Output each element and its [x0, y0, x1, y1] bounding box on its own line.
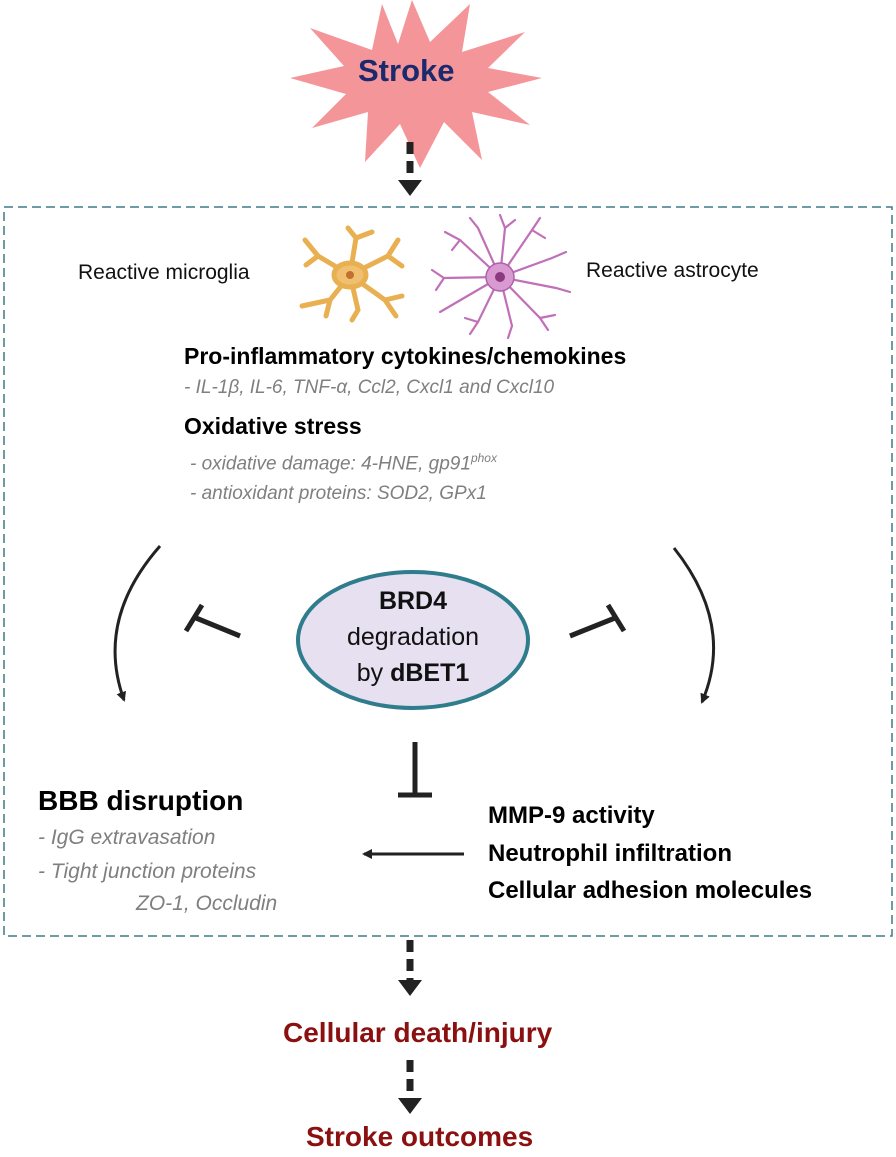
astrocyte-icon	[430, 213, 572, 340]
stroke-label: Stroke	[358, 53, 455, 88]
astrocyte-label: Reactive astrocyte	[586, 259, 759, 282]
bbb-item-tight-junction: - Tight junction proteins	[38, 860, 257, 883]
bbb-item-igg: - IgG extravasation	[38, 826, 216, 849]
dashed-arrow-bottom-1	[398, 940, 422, 996]
dashed-arrow-top	[398, 142, 422, 196]
brd4-by-prefix: by	[356, 659, 391, 687]
oxidative-antioxidants: - antioxidant proteins: SOD2, GPx1	[190, 483, 487, 504]
stroke-starburst	[290, 0, 542, 168]
phox-superscript: phox	[470, 451, 497, 465]
oxidative-damage-text: - oxidative damage: 4-HNE, gp91	[190, 453, 471, 475]
brd4-title: BRD4	[378, 587, 448, 615]
cytokines-heading: Pro-inflammatory cytokines/chemokines	[184, 343, 627, 369]
dashed-arrow-bottom-2	[398, 1060, 422, 1114]
stroke-outcomes-label: Stroke outcomes	[306, 1121, 534, 1152]
curved-arrow-left	[113, 545, 162, 702]
brd4-by-dbet1: by dBET1	[313, 659, 513, 688]
mmp9-label: MMP-9 activity	[488, 802, 655, 829]
mechanism-box	[3, 206, 893, 937]
neutrophil-label: Neutrophil infiltration	[488, 840, 732, 867]
bbb-item-zo1: ZO-1, Occludin	[136, 892, 278, 915]
cellular-death-label: Cellular death/injury	[283, 1017, 553, 1048]
bbb-heading: BBB disruption	[38, 785, 244, 816]
dbet1-label: dBET1	[390, 659, 470, 687]
microglia-icon	[299, 225, 405, 323]
brd4-ellipse	[296, 570, 530, 710]
microglia-label: Reactive microglia	[78, 261, 250, 284]
inhibit-down	[398, 742, 432, 798]
oxidative-heading: Oxidative stress	[184, 413, 362, 439]
oxidative-damage: - oxidative damage: 4-HNE, gp91phox	[190, 451, 497, 475]
inhibit-right	[569, 603, 627, 639]
brd4-degradation: degradation	[346, 623, 480, 651]
curved-arrow-right	[672, 547, 716, 704]
inhibit-left	[183, 603, 241, 639]
adhesion-label: Cellular adhesion molecules	[488, 877, 813, 904]
cytokines-list: - IL-1β, IL-6, TNF-α, Ccl2, Cxcl1 and Cx…	[184, 377, 555, 398]
